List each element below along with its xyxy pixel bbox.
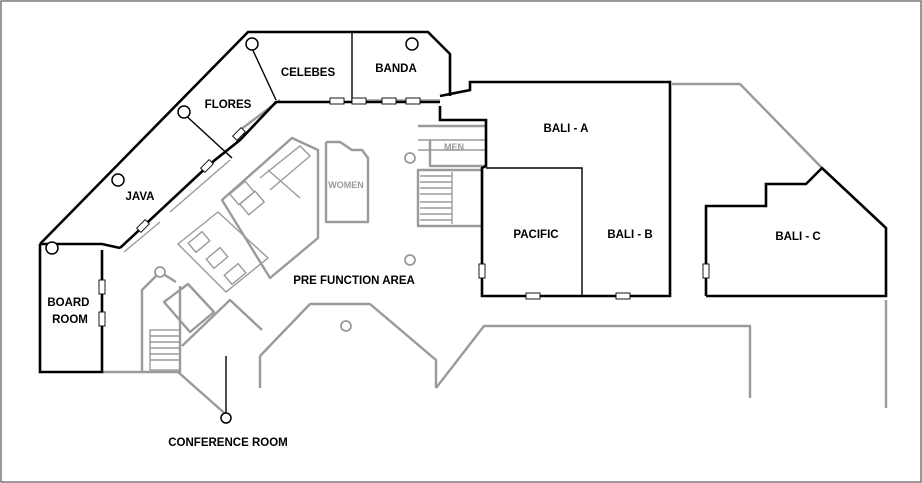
- board-room-line-2: ROOM: [52, 314, 88, 326]
- background-structure: [102, 82, 888, 419]
- room-label-board-room: BOARD ROOM: [47, 297, 92, 326]
- room-label-bali-c: BALI - C: [775, 231, 820, 243]
- room-label-men: MEN: [444, 142, 464, 152]
- room-labels: CELEBES BANDA FLORES JAVA BOARD ROOM BAL…: [47, 63, 820, 449]
- doors: [98, 97, 710, 327]
- room-label-bali-b: BALI - B: [607, 229, 652, 241]
- room-label-banda: BANDA: [375, 63, 417, 75]
- room-walls: [38, 30, 888, 374]
- columns: [45, 37, 419, 424]
- room-label-bali-a: BALI - A: [544, 123, 589, 135]
- room-label-java: JAVA: [126, 191, 155, 203]
- room-label-conference-room: CONFERENCE ROOM: [168, 437, 287, 449]
- room-label-celebes: CELEBES: [281, 67, 336, 79]
- room-label-flores: FLORES: [205, 99, 252, 111]
- room-label-women: WOMEN: [328, 180, 364, 190]
- board-room-line-1: BOARD: [47, 297, 89, 309]
- area-label-pre-function: PRE FUNCTION AREA: [293, 275, 415, 287]
- room-label-pacific: PACIFIC: [513, 229, 558, 241]
